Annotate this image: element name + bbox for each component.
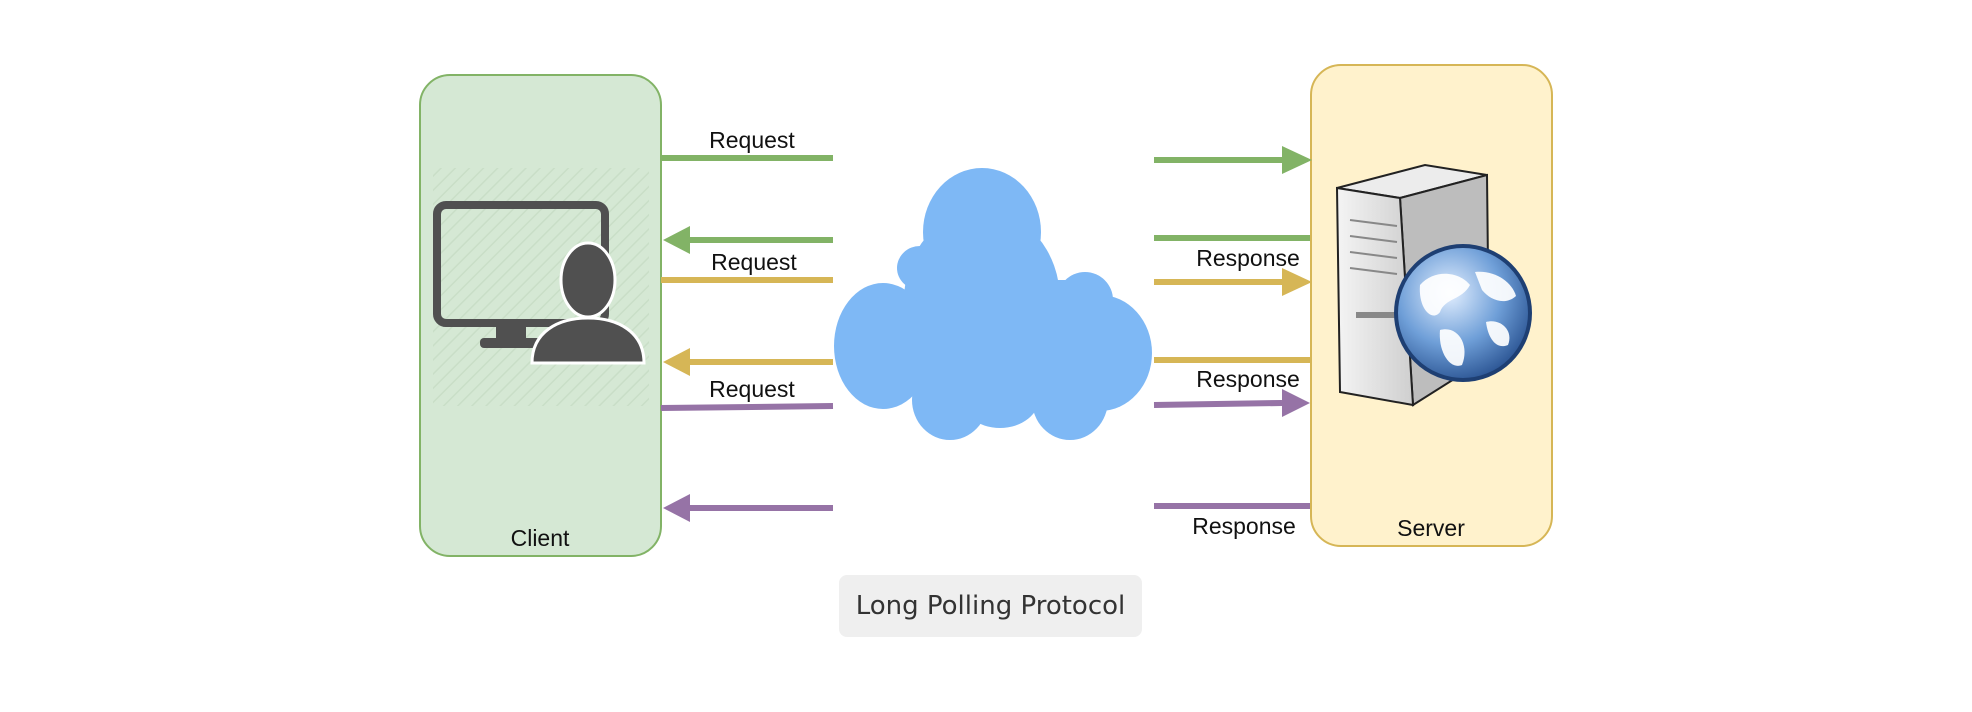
web-server-globe-icon	[1335, 163, 1532, 407]
request-label: Request	[709, 376, 795, 402]
client-label: Client	[511, 525, 570, 551]
cloud-icon	[834, 168, 1152, 440]
purple-exchange: Request Response	[660, 376, 1310, 539]
request-label: Request	[711, 249, 797, 275]
response-label: Response	[1196, 366, 1300, 392]
response-label: Response	[1196, 245, 1300, 271]
diagram-caption: Long Polling Protocol	[855, 591, 1126, 621]
response-line	[690, 503, 1310, 511]
caption-box: Long Polling Protocol	[839, 575, 1142, 637]
response-arrowhead	[663, 226, 690, 254]
server-box: Server	[1310, 64, 1553, 547]
response-arrowhead	[663, 348, 690, 376]
request-arrowhead	[1282, 268, 1312, 296]
server-label: Server	[1397, 515, 1465, 541]
client-box: Client	[419, 74, 662, 557]
request-line	[661, 277, 1282, 285]
request-label: Request	[709, 127, 795, 153]
request-arrowhead	[1282, 146, 1312, 174]
response-line	[690, 235, 1310, 243]
request-line	[661, 155, 1282, 163]
response-arrowhead	[663, 494, 690, 522]
request-line	[660, 400, 1283, 411]
green-exchange: Request Response	[661, 127, 1312, 271]
request-arrowhead	[1282, 389, 1310, 417]
user-at-computer-icon	[433, 201, 646, 365]
response-line	[690, 357, 1310, 365]
response-label: Response	[1192, 513, 1296, 539]
yellow-exchange: Request Response	[661, 249, 1312, 392]
